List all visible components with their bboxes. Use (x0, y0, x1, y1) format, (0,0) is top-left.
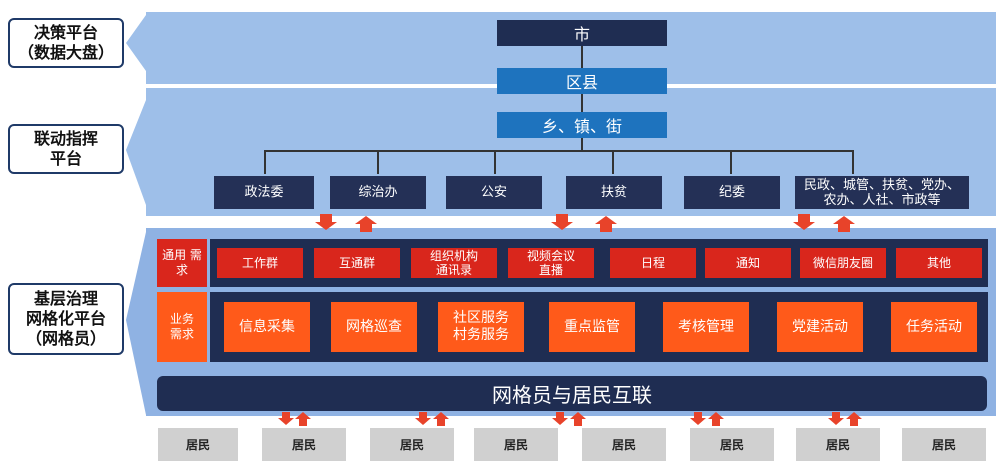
dept-political-legal: 政法委 (214, 176, 314, 209)
resident-box: 居民 (474, 428, 558, 461)
up-arrow (833, 216, 855, 232)
general-needs-category: 通用 需求 (157, 239, 207, 287)
up-arrow (846, 412, 862, 426)
dept-drop-2 (377, 150, 379, 174)
township-connector (581, 138, 583, 150)
general-item-intercom-group: 互通群 (314, 248, 400, 278)
grassroots-panel-arrow (126, 232, 146, 415)
grassroots-platform-label: 基层治理 网格化平台 （网格员） (8, 283, 124, 355)
linkage-platform-label: 联动指挥 平台 (8, 124, 124, 174)
district-connector (581, 94, 583, 112)
general-item-wechat-moments: 微信朋友圈 (800, 248, 886, 278)
down-arrow (315, 214, 337, 230)
up-arrow (295, 412, 311, 426)
business-item-assessment: 考核管理 (663, 302, 749, 352)
linkage-panel-arrow (126, 100, 146, 205)
business-item-info-collection: 信息采集 (224, 302, 310, 352)
down-arrow (278, 412, 294, 425)
down-arrow (415, 412, 431, 425)
general-item-schedule: 日程 (610, 248, 696, 278)
dept-drop-1 (264, 150, 266, 174)
dept-bus-line (264, 150, 854, 152)
general-item-org-directory: 组织机构 通讯录 (411, 248, 497, 278)
dept-poverty-alleviation: 扶贫 (566, 176, 662, 209)
business-item-party-building: 党建活动 (777, 302, 863, 352)
general-item-notice: 通知 (705, 248, 791, 278)
general-item-work-group: 工作群 (217, 248, 303, 278)
business-item-task-activity: 任务活动 (891, 302, 977, 352)
up-arrow (595, 216, 617, 232)
dept-drop-6 (852, 150, 854, 174)
resident-box: 居民 (370, 428, 454, 461)
decision-platform-label: 决策平台 （数据大盘） (8, 18, 124, 68)
resident-box: 居民 (796, 428, 880, 461)
dept-drop-5 (730, 150, 732, 174)
down-arrow (828, 412, 844, 425)
business-item-grid-patrol: 网格巡查 (331, 302, 417, 352)
township-node: 乡、镇、街 (497, 112, 667, 138)
dept-drop-4 (612, 150, 614, 174)
dept-comprehensive-governance: 综治办 (330, 176, 426, 209)
general-item-other: 其他 (896, 248, 982, 278)
resident-box: 居民 (582, 428, 666, 461)
district-node: 区县 (497, 68, 667, 94)
general-item-video-conference: 视频会议 直播 (508, 248, 594, 278)
up-arrow (708, 412, 724, 426)
down-arrow (551, 214, 573, 230)
up-arrow (433, 412, 449, 426)
city-connector (581, 46, 583, 68)
down-arrow (690, 412, 706, 425)
down-arrow (552, 412, 568, 425)
business-item-community-service: 社区服务 村务服务 (438, 302, 524, 352)
up-arrow (355, 216, 377, 232)
interconnect-bar: 网格员与居民互联 (157, 376, 987, 411)
down-arrow (793, 214, 815, 230)
resident-box: 居民 (902, 428, 986, 461)
dept-others: 民政、城管、扶贫、党办、农办、人社、市政等 (795, 176, 969, 209)
business-item-key-supervision: 重点监管 (549, 302, 635, 352)
city-node: 市 (497, 20, 667, 46)
dept-public-security: 公安 (446, 176, 542, 209)
dept-drop-3 (494, 150, 496, 174)
resident-box: 居民 (158, 428, 238, 461)
resident-box: 居民 (690, 428, 774, 461)
business-needs-category: 业务 需求 (157, 292, 207, 362)
resident-box: 居民 (262, 428, 346, 461)
decision-panel-arrow (126, 15, 146, 71)
up-arrow (570, 412, 586, 426)
dept-discipline-inspection: 纪委 (684, 176, 780, 209)
